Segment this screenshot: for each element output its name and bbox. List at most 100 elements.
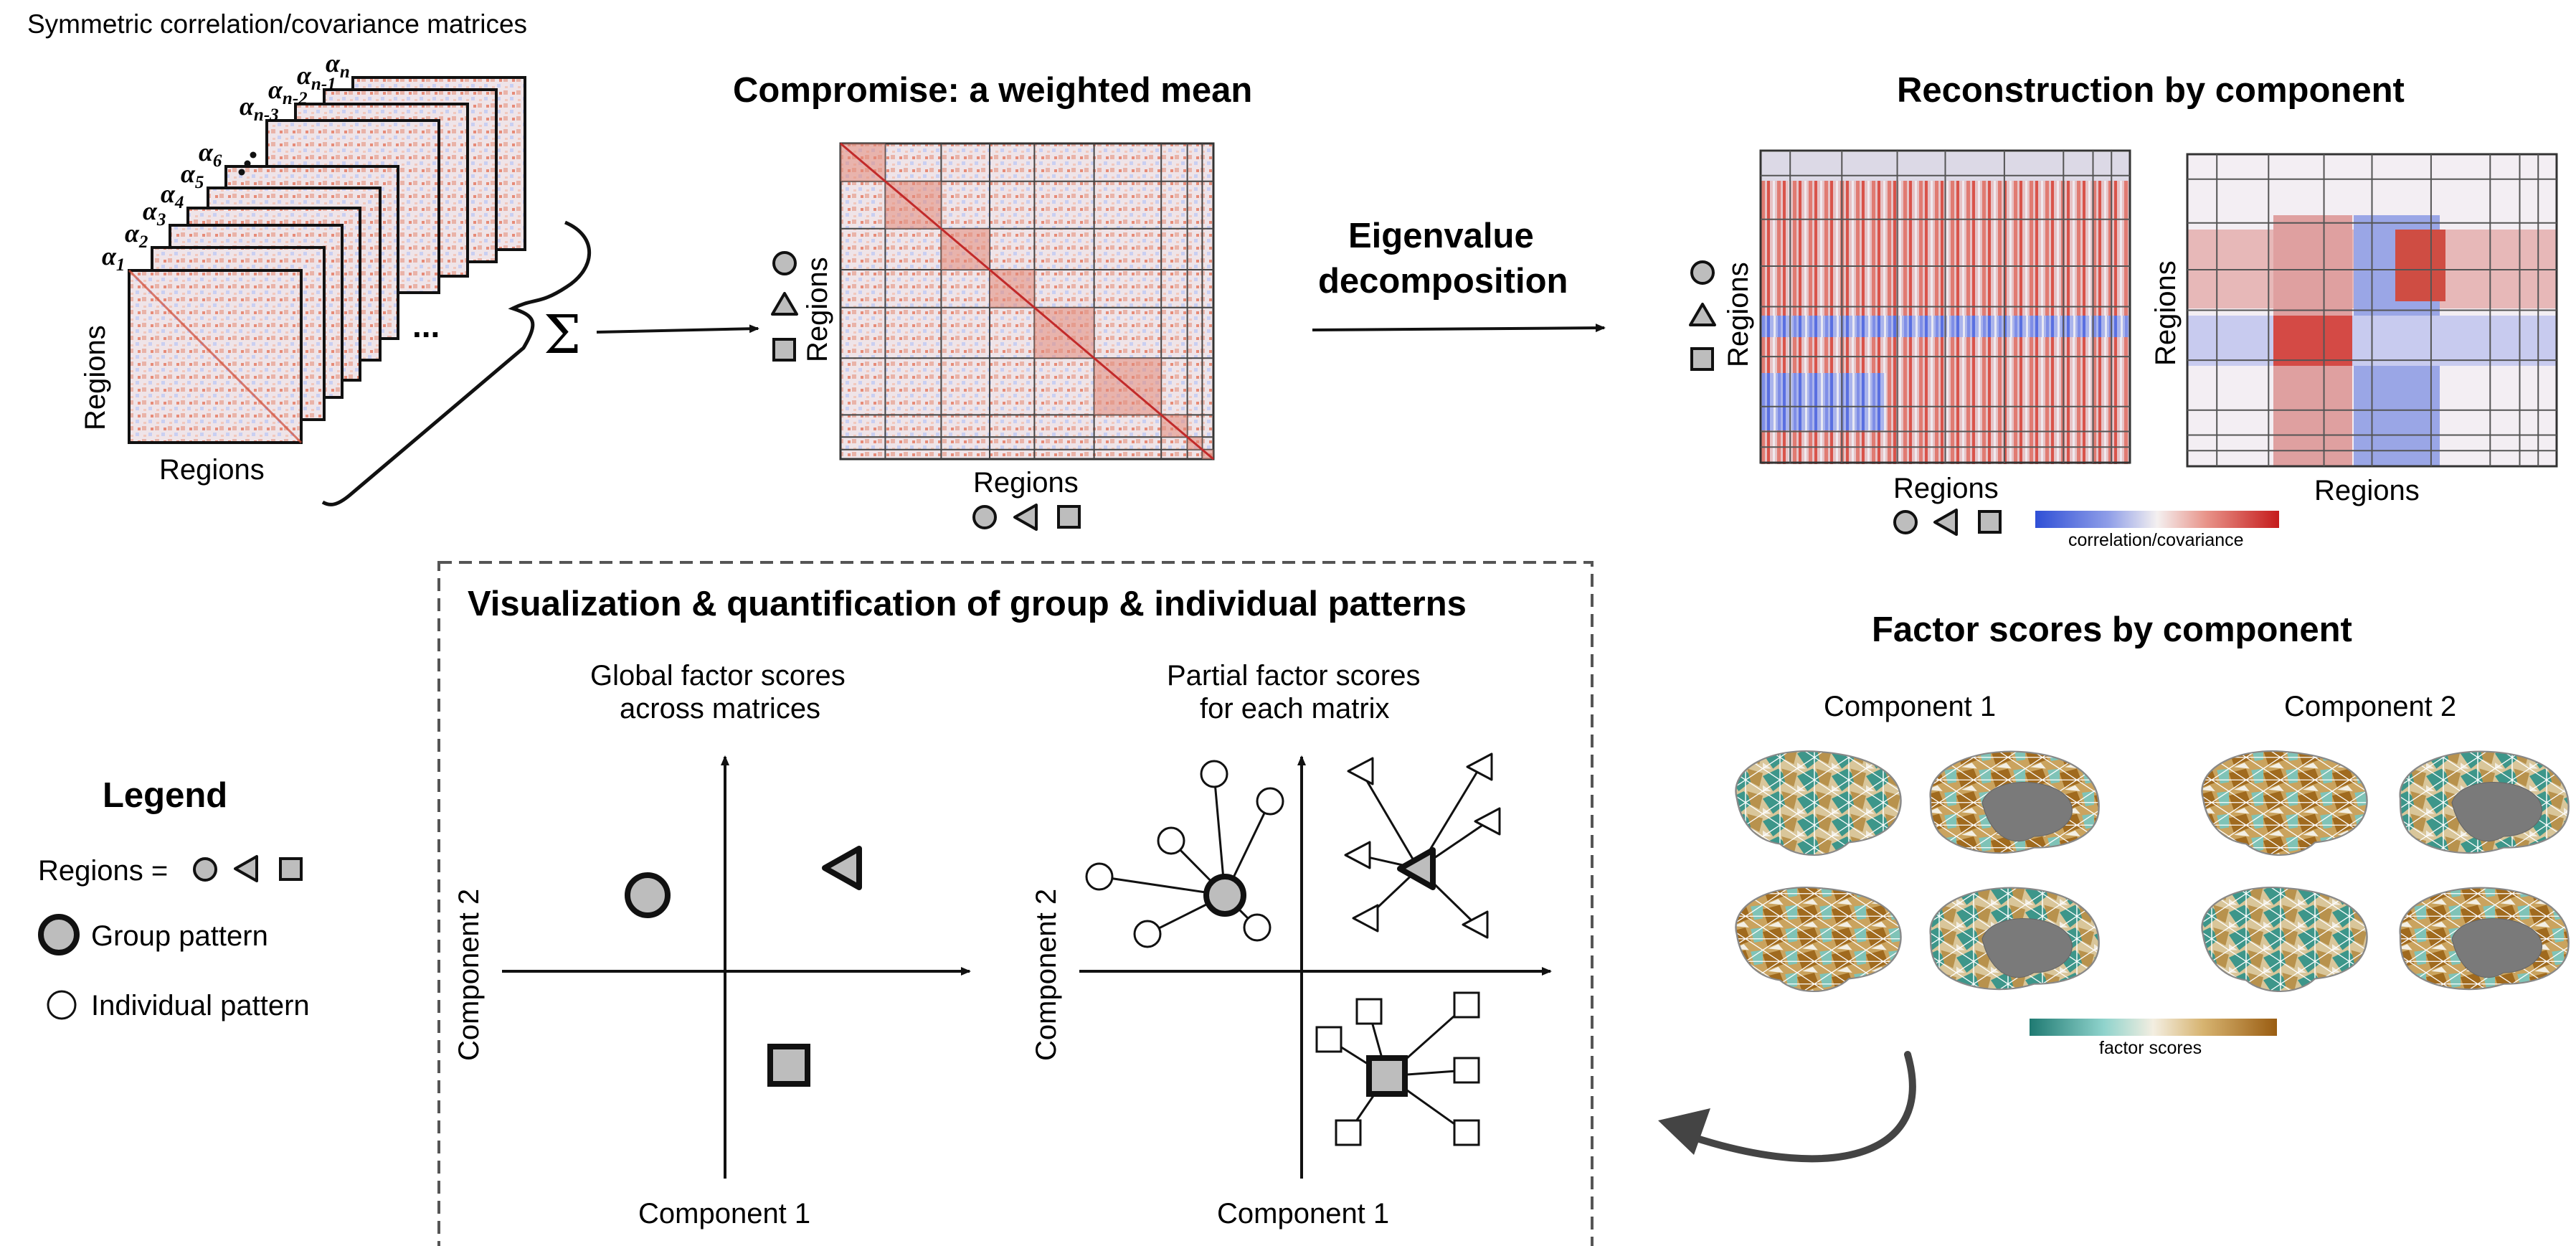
compromise-title: Compromise: a weighted mean: [733, 71, 1252, 110]
return-arrow: [1689, 1051, 1916, 1163]
individual-square-marker: [1453, 1119, 1480, 1146]
individual-triangle-marker: [1462, 910, 1489, 939]
stack-heading: Symmetric correlation/covariance matrice…: [27, 9, 527, 39]
legend-title: Legend: [103, 776, 227, 815]
brain-lateral-view: [2201, 750, 2368, 856]
compromise-shapes-vertical: [771, 251, 798, 362]
eigen-arrow: [1312, 324, 1606, 333]
individual-square-marker: [1335, 1119, 1362, 1146]
global-xlabel: Component 1: [638, 1198, 810, 1230]
eigen-line2: decomposition: [1318, 262, 1568, 301]
global-title-line2: across matrices: [620, 693, 820, 725]
stack-ylabel: Regions: [80, 325, 111, 430]
group-circle-marker: [1203, 874, 1246, 917]
stack-xlabel: Regions: [159, 454, 265, 486]
alpha-label: α6: [199, 138, 222, 171]
legend-individual-label: Individual pattern: [91, 990, 310, 1021]
circle-region-icon: [972, 505, 997, 529]
brain-medial-view: [1929, 887, 2100, 991]
brain-lateral-view: [2201, 887, 2368, 992]
correlation-colorbar: [2035, 511, 2279, 528]
sum-symbol: Σ: [544, 304, 581, 366]
partial-title-line1: Partial factor scores: [1167, 660, 1420, 692]
group-square-marker: [1366, 1055, 1408, 1097]
group-pattern-icon: [38, 914, 80, 955]
eigen-line1: Eigenvalue: [1348, 217, 1534, 255]
square-region-icon: [772, 338, 796, 362]
circle-region-icon: [193, 857, 217, 882]
individual-circle-marker: [1200, 760, 1228, 788]
reconstruction-shapes-vertical: [1689, 260, 1716, 371]
individual-triangle-marker: [1347, 757, 1374, 785]
reconstruction-ylabel-right: Regions: [2150, 260, 2182, 366]
legend-regions-label: Regions =: [38, 855, 168, 887]
reconstruction-xlabel-left: Regions: [1893, 473, 1999, 504]
partial-xlabel: Component 1: [1217, 1198, 1389, 1230]
group-circle-marker: [625, 872, 671, 918]
circle-region-icon: [1690, 260, 1715, 285]
reconstruction-title: Reconstruction by component: [1897, 71, 2405, 110]
legend-group-label: Group pattern: [91, 920, 268, 952]
factor-colorbar: [2030, 1019, 2277, 1036]
partial-title-line2: for each matrix: [1200, 693, 1390, 725]
individual-square-marker: [1315, 1026, 1343, 1053]
individual-circle-marker: [1085, 862, 1114, 891]
component2-label: Component 2: [2284, 691, 2456, 722]
square-region-icon: [1978, 510, 2002, 534]
visualization-panel: [437, 561, 1594, 1246]
individual-circle-marker: [1157, 826, 1185, 855]
sum-arrow: [596, 324, 759, 334]
individual-square-marker: [1453, 1057, 1480, 1084]
factor-scores-title: Factor scores by component: [1872, 610, 2352, 649]
circle-region-icon: [1893, 510, 1918, 534]
individual-square-marker: [1355, 998, 1383, 1025]
factor-colorbar-label: factor scores: [2099, 1038, 2202, 1058]
reconstruction-xlabel-right: Regions: [2314, 475, 2420, 506]
individual-circle-marker: [1256, 787, 1284, 816]
square-region-icon: [1057, 505, 1081, 529]
stack-ellipsis-horizontal: ...: [412, 307, 440, 344]
compromise-ylabel: Regions: [802, 257, 833, 362]
partial-ylabel: Component 2: [1031, 889, 1062, 1061]
individual-square-marker: [1453, 991, 1480, 1019]
triangle-left-region-icon: [1933, 509, 1958, 536]
compromise-shapes-horizontal: [972, 504, 1081, 531]
group-triangle-marker: [1397, 847, 1436, 890]
return-arrow-head: [1658, 1108, 1710, 1155]
group-triangle-marker: [822, 846, 862, 890]
individual-circle-marker: [1133, 920, 1162, 948]
brain-lateral-view: [1735, 750, 1902, 856]
individual-triangle-marker: [1474, 807, 1501, 836]
individual-triangle-marker: [1352, 904, 1379, 933]
individual-triangle-marker: [1466, 752, 1493, 781]
triangle-region-icon: [1689, 303, 1716, 326]
brain-lateral-view: [1735, 887, 1902, 992]
triangle-region-icon: [771, 292, 798, 316]
reconstruction-shapes-horizontal: [1893, 509, 2002, 536]
brain-medial-view: [2399, 750, 2570, 854]
partial-scores-plot: [1085, 752, 1501, 1146]
global-ylabel: Component 2: [453, 889, 485, 1061]
brain-medial-view: [2399, 887, 2570, 991]
correlation-colorbar-label: correlation/covariance: [2068, 530, 2244, 550]
visualization-title: Visualization & quantification of group …: [468, 585, 1467, 623]
brain-medial-view: [1929, 750, 2100, 854]
triangle-left-region-icon: [234, 855, 258, 882]
square-region-icon: [279, 857, 303, 881]
stack-ellipsis-vertical: [238, 151, 257, 176]
alpha-label: α1: [102, 242, 125, 275]
reconstruction-matrix-2: [2186, 153, 2558, 468]
individual-circle-marker: [1243, 913, 1272, 942]
reconstruction-matrix-1: [1759, 149, 2131, 464]
circle-region-icon: [772, 251, 797, 275]
triangle-left-region-icon: [1013, 504, 1038, 531]
individual-triangle-marker: [1344, 841, 1371, 869]
global-title-line1: Global factor scores: [590, 660, 846, 692]
group-square-marker: [767, 1044, 810, 1087]
individual-pattern-icon: [47, 990, 77, 1020]
curly-brace: [321, 220, 592, 506]
square-region-icon: [1690, 347, 1714, 371]
compromise-xlabel: Regions: [973, 467, 1079, 499]
brain-surface-maps: [1735, 750, 2570, 992]
